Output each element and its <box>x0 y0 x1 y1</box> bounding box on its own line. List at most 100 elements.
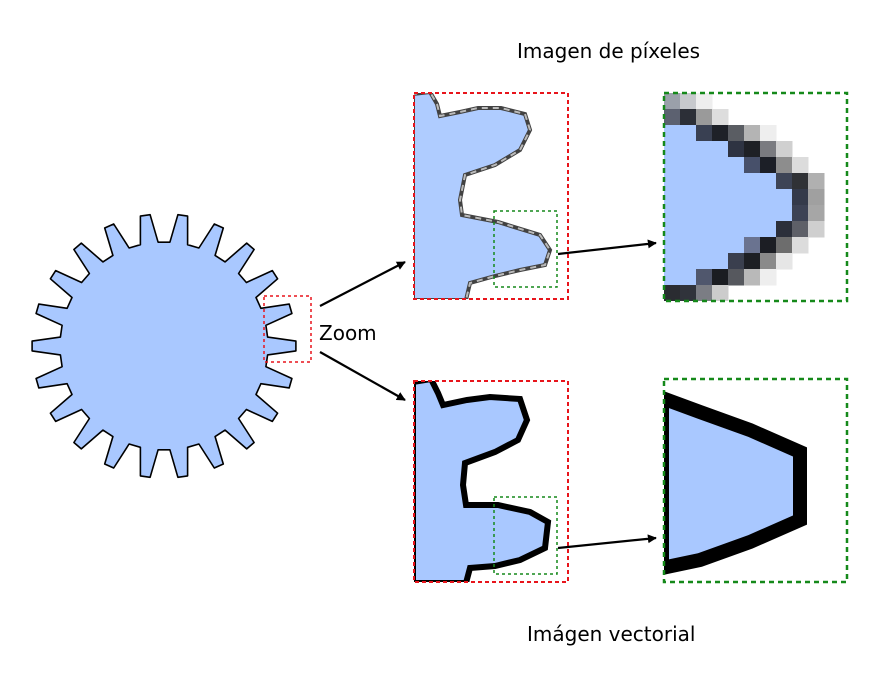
pixel-cell <box>760 125 777 142</box>
pixel-cell <box>664 221 681 238</box>
pixel-cell <box>712 237 729 254</box>
pixel-cell <box>744 157 761 174</box>
pixel-cell <box>696 109 713 126</box>
pixel-cell <box>712 221 729 238</box>
pixel-cell <box>696 93 713 110</box>
pixel-cell <box>760 269 777 286</box>
pixel-cell <box>680 189 697 206</box>
pixel-cell <box>776 189 793 206</box>
pixel-cell <box>760 141 777 158</box>
pixel-cell <box>696 221 713 238</box>
pixel-cell <box>792 205 809 222</box>
pixel-cell <box>712 109 729 126</box>
pixel-cell <box>664 189 681 206</box>
pixel-cell <box>808 205 825 222</box>
pixel-cell <box>760 237 777 254</box>
pixel-cell <box>680 173 697 190</box>
pixel-cell <box>792 237 809 254</box>
pixel-cell <box>680 269 697 286</box>
pixel-cell <box>792 173 809 190</box>
pixel-cell <box>760 221 777 238</box>
pixel-cell <box>680 93 697 110</box>
pixel-cell <box>728 189 745 206</box>
pixel-cell <box>664 285 681 301</box>
pixel-cell <box>808 221 825 238</box>
pixel-cell <box>696 173 713 190</box>
pixel-cell <box>792 189 809 206</box>
arrow-to-pixel-detail <box>557 239 657 256</box>
pixel-cell <box>760 253 777 270</box>
vector-inner-green-box <box>493 496 558 575</box>
pixel-cell <box>664 109 681 126</box>
arrow-to-vector <box>319 351 406 401</box>
vector-green-zoom-box <box>662 377 849 584</box>
pixel-cell <box>760 205 777 222</box>
pixel-cell <box>680 237 697 254</box>
pixel-tooth-shape <box>414 93 553 299</box>
pixel-cell <box>744 269 761 286</box>
pixel-cell <box>712 205 729 222</box>
pixel-cell <box>680 253 697 270</box>
pixel-cell <box>776 157 793 174</box>
pixel-cell <box>744 205 761 222</box>
pixel-cell <box>664 205 681 222</box>
pixel-cell <box>664 173 681 190</box>
pixel-cell <box>776 237 793 254</box>
pixel-inner-green-box <box>493 210 558 288</box>
pixel-cell <box>664 157 681 174</box>
vector-red-zoom-box <box>413 380 569 583</box>
pixel-cell <box>664 93 681 110</box>
pixel-green-zoom-box <box>662 91 849 303</box>
pixel-cell <box>728 253 745 270</box>
pixel-zoom-panel <box>414 93 553 299</box>
pixel-cell <box>680 285 697 301</box>
pixel-cell <box>808 173 825 190</box>
pixel-cell <box>696 237 713 254</box>
pixel-red-zoom-box <box>413 92 569 300</box>
zoom-label: Zoom <box>319 321 377 345</box>
pixel-cell <box>680 109 697 126</box>
pixel-cell <box>728 157 745 174</box>
pixel-cell <box>696 189 713 206</box>
pixel-cell <box>664 125 681 142</box>
pixel-cell <box>712 141 729 158</box>
pixel-cell <box>728 237 745 254</box>
pixel-cell <box>712 253 729 270</box>
pixel-cell <box>680 125 697 142</box>
vector-detail-panel <box>664 391 807 575</box>
pixel-image-title: Imagen de píxeles <box>517 39 700 63</box>
pixel-detail-grid <box>664 93 825 301</box>
gear-zoom-box <box>263 295 312 363</box>
pixel-cell <box>680 157 697 174</box>
pixel-cell <box>664 269 681 286</box>
pixel-cell <box>696 205 713 222</box>
pixel-cell <box>712 157 729 174</box>
pixel-cell <box>712 269 729 286</box>
pixel-cell <box>744 221 761 238</box>
pixel-cell <box>760 173 777 190</box>
pixel-cell <box>728 269 745 286</box>
pixel-cell <box>664 253 681 270</box>
pixel-cell <box>744 253 761 270</box>
pixel-cell <box>760 157 777 174</box>
pixel-cell <box>744 173 761 190</box>
pixel-cell <box>712 285 729 301</box>
pixel-cell <box>728 221 745 238</box>
pixel-cell <box>680 221 697 238</box>
pixel-cell <box>744 189 761 206</box>
pixel-cell <box>760 189 777 206</box>
pixel-cell <box>792 221 809 238</box>
pixel-cell <box>696 285 713 301</box>
pixel-cell <box>664 141 681 158</box>
pixel-cell <box>776 253 793 270</box>
pixel-cell <box>744 141 761 158</box>
vector-zoom-panel <box>414 381 552 582</box>
pixel-cell <box>696 141 713 158</box>
pixel-cell <box>696 157 713 174</box>
pixel-cell <box>744 237 761 254</box>
pixel-cell <box>680 205 697 222</box>
pixel-cell <box>728 173 745 190</box>
arrow-to-pixel <box>319 261 406 307</box>
